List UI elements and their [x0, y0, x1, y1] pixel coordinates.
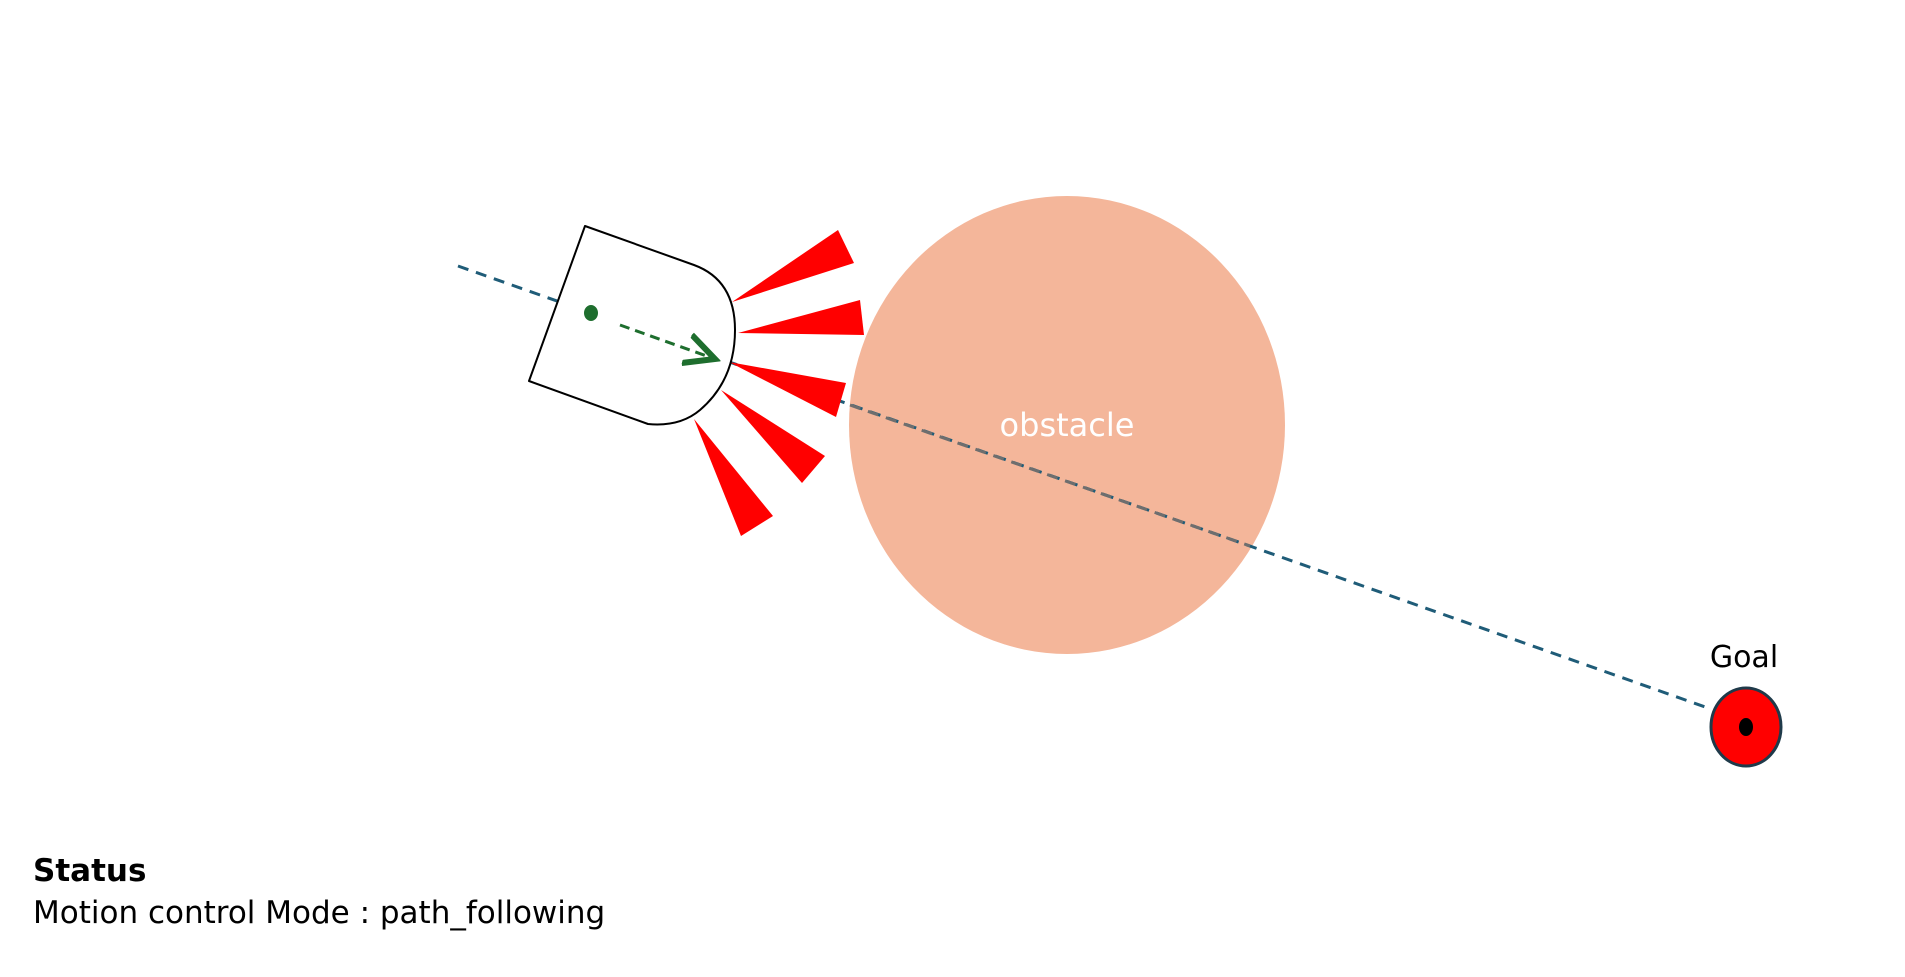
sensor-beams	[694, 230, 864, 536]
sensor-beam	[732, 230, 854, 302]
obstacle-circle	[849, 196, 1285, 654]
status-title: Status	[33, 853, 147, 889]
motion-mode-text: Motion control Mode : path_following	[33, 895, 606, 931]
robot-center-dot	[584, 305, 598, 321]
sensor-beam	[721, 390, 825, 483]
sensor-beam	[738, 300, 864, 335]
planned-path-occluded-segment	[849, 403, 1251, 548]
obstacle-label: obstacle	[1000, 406, 1135, 444]
robot-heading-arrow	[619, 323, 715, 359]
sensor-beam	[694, 419, 773, 536]
goal-label: Goal	[1710, 640, 1778, 675]
sensor-beam	[729, 362, 846, 417]
status-panel: Status Motion control Mode : path_follow…	[33, 850, 605, 934]
robot-body	[528, 225, 736, 426]
goal-center-dot	[1739, 718, 1753, 736]
planned-path-line	[457, 264, 1709, 710]
